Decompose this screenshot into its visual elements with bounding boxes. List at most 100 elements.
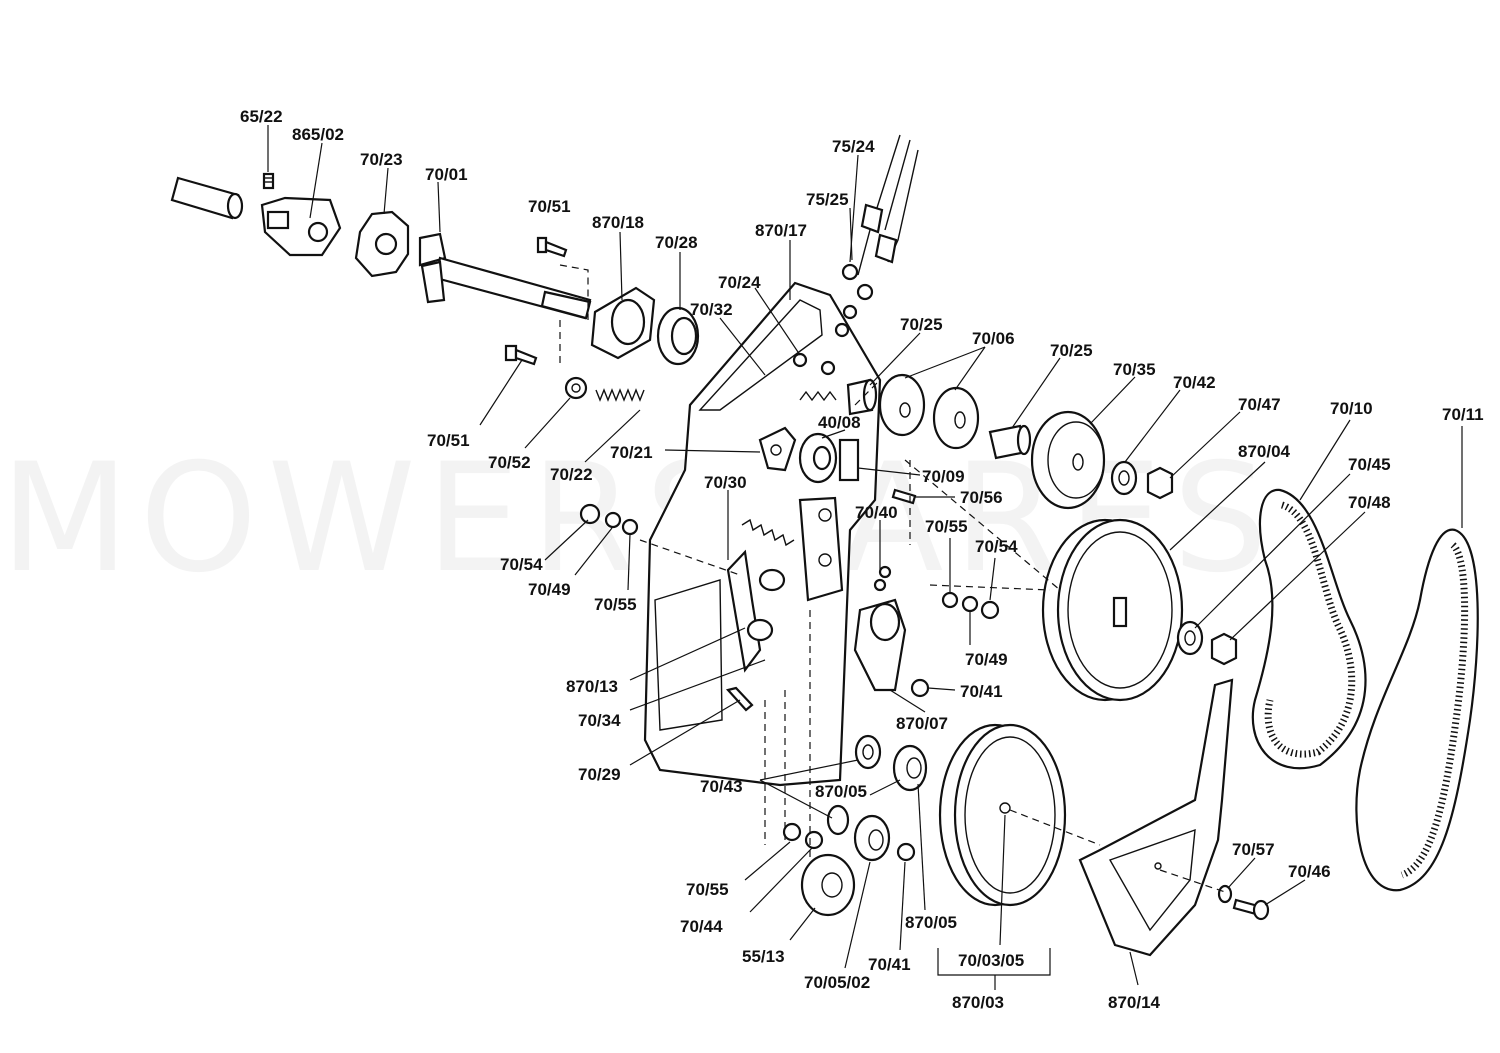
control-cables [792, 134, 919, 376]
screw-top [536, 236, 568, 258]
label-70-51-bottom: 70/51 [427, 431, 470, 450]
washers-70-55-70-44 [782, 822, 824, 850]
label-70-05-02: 70/05/02 [804, 973, 870, 992]
label-70-41-b: 70/41 [868, 955, 911, 974]
label-70-35: 70/35 [1113, 360, 1156, 379]
housing-plate [643, 281, 882, 787]
label-870-17: 870/17 [755, 221, 807, 240]
label-70-30: 70/30 [704, 473, 747, 492]
label-865-02: 865/02 [292, 125, 344, 144]
label-70-06: 70/06 [972, 329, 1015, 348]
label-70-49-b: 70/49 [965, 650, 1008, 669]
label-70-11: 70/11 [1442, 405, 1484, 424]
label-70-43: 70/43 [700, 777, 743, 796]
label-55-13: 55/13 [742, 947, 785, 966]
drive-tube [170, 176, 244, 220]
washer-70-57 [1217, 884, 1233, 904]
ball-bearing [656, 306, 700, 366]
leader-lines [267, 125, 1463, 990]
stack-70-54-a [579, 503, 639, 536]
nut-70-47 [1146, 466, 1174, 500]
label-70-51-top: 70/51 [528, 197, 571, 216]
label-70-25-a: 70/25 [900, 315, 943, 334]
label-870-07: 870/07 [896, 714, 948, 733]
label-70-01: 70/01 [425, 165, 468, 184]
label-870-05-a: 870/05 [815, 782, 867, 801]
label-870-05-b: 870/05 [905, 913, 957, 932]
washer-70-42 [1110, 460, 1138, 496]
label-70-46: 70/46 [1288, 862, 1331, 881]
pulley-70-03-05 [938, 723, 1067, 907]
washer-70-43-b [826, 804, 850, 836]
label-870-13: 870/13 [566, 677, 618, 696]
label-65-22: 65/22 [240, 107, 283, 126]
label-75-24: 75/24 [832, 137, 875, 156]
label-70-34: 70/34 [578, 711, 621, 730]
label-70-52: 70/52 [488, 453, 531, 472]
disc-70-06-a [878, 373, 926, 437]
set-screw [262, 172, 275, 190]
label-70-57: 70/57 [1232, 840, 1275, 859]
label-70-49-a: 70/49 [528, 580, 571, 599]
tension-pulley-40-08 [798, 432, 838, 484]
screw-bottom [504, 344, 538, 366]
label-70-32: 70/32 [690, 300, 733, 319]
stack-70-55-b [941, 591, 1000, 620]
bolt-70-46 [1232, 898, 1270, 921]
part-labels: 65/22 865/02 70/23 70/01 70/51 870/18 70… [240, 107, 1484, 1012]
plate-70-09 [838, 438, 860, 482]
housing-bracket [698, 299, 823, 411]
gear-870-05-top [892, 744, 928, 792]
bolts-70-40 [873, 565, 892, 592]
spring-70-22 [595, 388, 645, 402]
label-70-48: 70/48 [1348, 493, 1391, 512]
label-70-40: 70/40 [855, 503, 898, 522]
label-70-56: 70/56 [960, 488, 1003, 507]
washer-70-43-a [854, 734, 882, 770]
label-70-22: 70/22 [550, 465, 593, 484]
belt-70-10 [1251, 488, 1367, 770]
label-70-24: 70/24 [718, 273, 761, 292]
label-70-47: 70/47 [1238, 395, 1281, 414]
spacer-70-25-b [988, 424, 1032, 460]
clip-70-41-a [910, 678, 930, 698]
lever-70-21 [758, 426, 797, 472]
label-870-14: 870/14 [1108, 993, 1161, 1012]
label-70-25-b: 70/25 [1050, 341, 1093, 360]
label-70-44: 70/44 [680, 917, 723, 936]
label-70-45: 70/45 [1348, 455, 1391, 474]
label-70-09: 70/09 [922, 467, 965, 486]
label-70-42: 70/42 [1173, 373, 1216, 392]
label-70-54-b: 70/54 [975, 537, 1018, 556]
clip-70-41-b [896, 842, 916, 862]
belt-guard-870-14 [1078, 678, 1234, 957]
label-70-23: 70/23 [360, 150, 403, 169]
label-870-03: 870/03 [952, 993, 1004, 1012]
label-870-18: 870/18 [592, 213, 644, 232]
nut-70-48 [1210, 632, 1238, 666]
rubber-coupling [354, 210, 410, 278]
pulley-70-35 [1030, 410, 1106, 510]
gear-55-13 [800, 853, 856, 917]
tension-arm-870-07 [853, 598, 907, 692]
belt-70-11 [1355, 528, 1479, 892]
coupling-hub [260, 196, 342, 257]
label-70-10: 70/10 [1330, 399, 1373, 418]
washer-70-45 [1176, 620, 1204, 656]
flange-bearing [590, 286, 656, 360]
gear-70-05-02 [853, 814, 891, 862]
spring-70-30 [741, 518, 795, 547]
nut-70-52 [564, 376, 588, 400]
label-870-04: 870/04 [1238, 442, 1291, 461]
label-70-55-b: 70/55 [594, 595, 637, 614]
label-70-29: 70/29 [578, 765, 621, 784]
arm-assembly [798, 496, 844, 602]
label-40-08: 40/08 [818, 413, 861, 432]
label-70-28: 70/28 [655, 233, 698, 252]
bolt-70-29 [725, 686, 754, 712]
alignment-guides [559, 264, 1226, 893]
pulley-870-04 [1041, 518, 1184, 702]
label-75-25: 75/25 [806, 190, 849, 209]
label-70-55-a: 70/55 [925, 517, 968, 536]
